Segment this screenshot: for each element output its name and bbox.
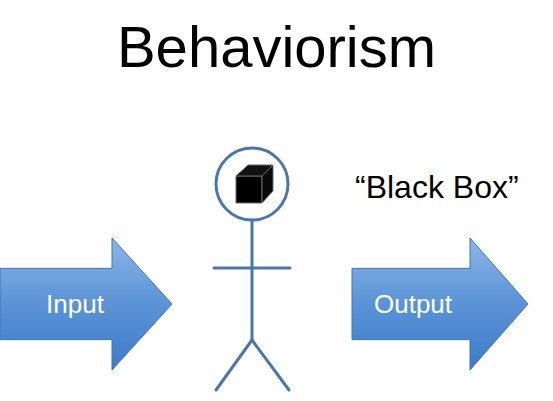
arrow-body — [352, 238, 528, 370]
input-arrow: Input — [0, 238, 172, 370]
arrow-label: Output — [352, 268, 474, 339]
diagram-title: Behaviorism — [0, 12, 553, 82]
arrow-label: Input — [0, 268, 150, 339]
figure-arms — [214, 267, 290, 270]
black-cube — [236, 165, 273, 203]
figure-leg — [216, 340, 252, 390]
arrow-body — [0, 238, 172, 370]
figure-body — [251, 220, 254, 340]
output-arrow: Output — [352, 238, 528, 370]
figure-head — [216, 148, 288, 220]
black-box-label: “Black Box” — [355, 168, 519, 206]
figure-leg — [252, 340, 289, 390]
